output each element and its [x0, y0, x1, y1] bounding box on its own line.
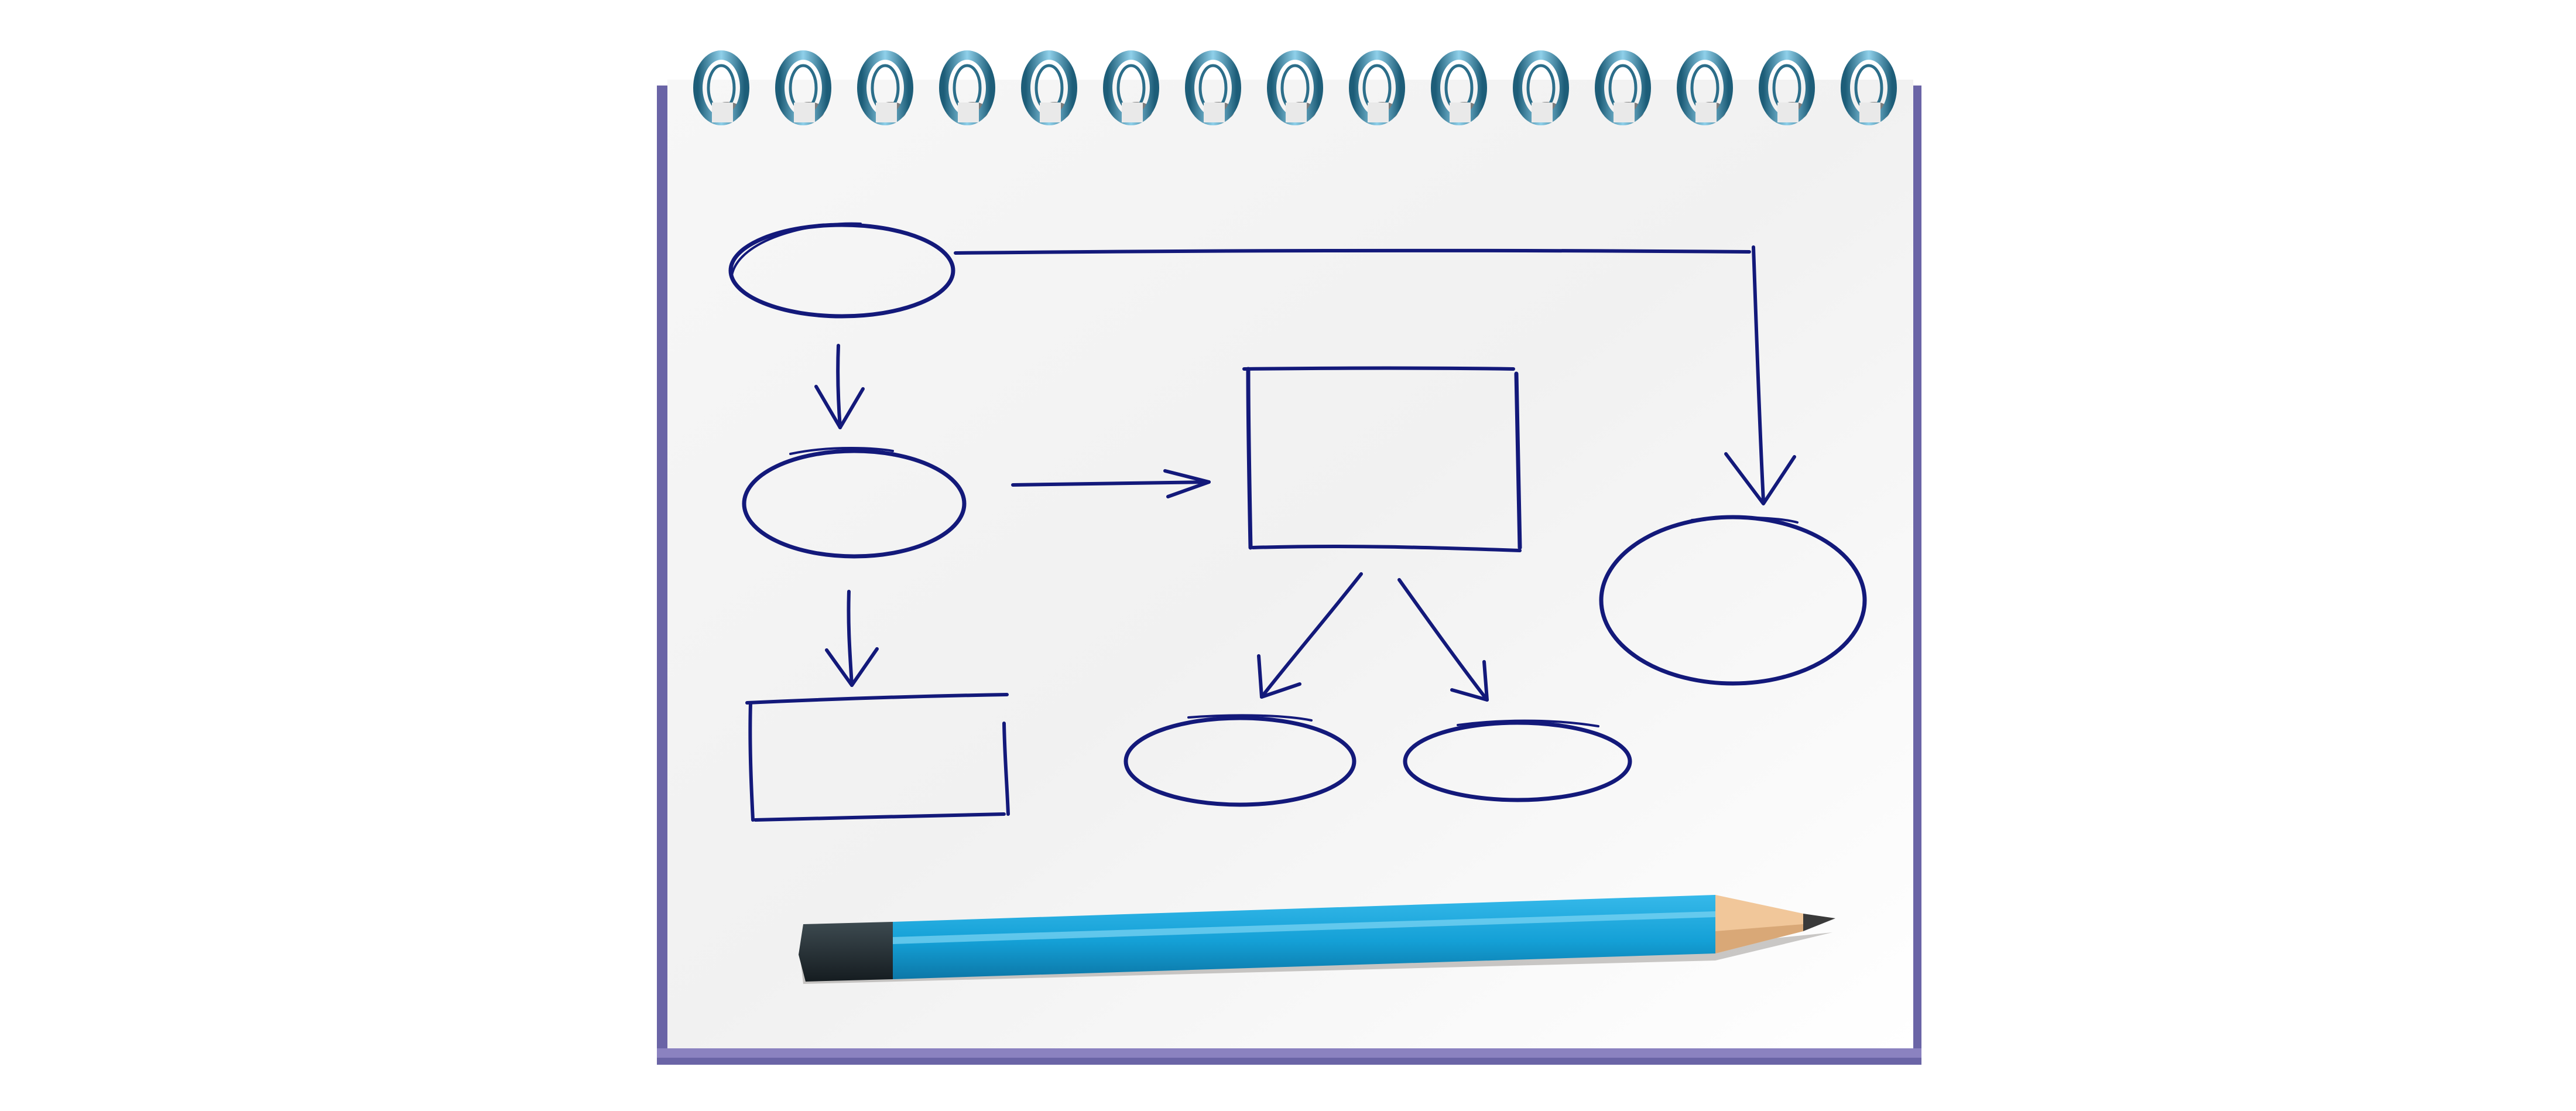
spiral-ring-icon — [693, 50, 749, 125]
arrow-top-to-middle — [814, 344, 865, 429]
pencil-highlight — [893, 911, 1715, 944]
rectangle-bottom-left — [745, 693, 1010, 822]
spiral-binding — [693, 50, 1897, 125]
notebook-bottom-edge — [657, 1048, 1921, 1058]
arrow-middle-to-center — [1011, 469, 1211, 498]
spiral-ring-icon — [775, 50, 831, 125]
spiral-ring-icon — [1513, 50, 1569, 125]
pencil-lead — [1803, 914, 1835, 931]
arrow-middle-to-bottom-left — [825, 590, 879, 687]
spiral-ring-icon — [857, 50, 913, 125]
spiral-ring-icon — [1841, 50, 1897, 125]
spiral-ring-icon — [1267, 50, 1323, 125]
ellipse-middle-left — [742, 447, 967, 559]
spiral-ring-icon — [1431, 50, 1487, 125]
spiral-ring-icon — [1185, 50, 1241, 125]
ellipse-top-left — [728, 222, 955, 319]
arrow-top-to-right — [954, 245, 1796, 505]
pencil-cap — [799, 922, 893, 982]
spiral-ring-icon — [1677, 50, 1733, 125]
ellipse-right — [1599, 515, 1867, 686]
spiral-ring-icon — [1021, 50, 1077, 125]
pencil-wood-shade — [1715, 924, 1803, 953]
diagram — [728, 222, 1867, 822]
arrow-center-to-bottom-right-ellipse — [1397, 578, 1489, 702]
notebook-page — [667, 80, 1913, 1048]
arrow-center-to-bottom-left-ellipse — [1257, 572, 1363, 699]
pencil-body — [893, 895, 1715, 979]
ellipse-bottom-center-left — [1123, 714, 1356, 807]
notebook — [657, 80, 1921, 1065]
spiral-ring-icon — [1103, 50, 1159, 125]
ellipse-bottom-center-right — [1403, 719, 1632, 802]
spiral-ring-icon — [1349, 50, 1405, 125]
rectangle-center — [1242, 366, 1522, 552]
spiral-ring-icon — [1595, 50, 1651, 125]
spiral-ring-icon — [1759, 50, 1815, 125]
pencil-icon — [799, 895, 1835, 984]
spiral-ring-icon — [939, 50, 995, 125]
